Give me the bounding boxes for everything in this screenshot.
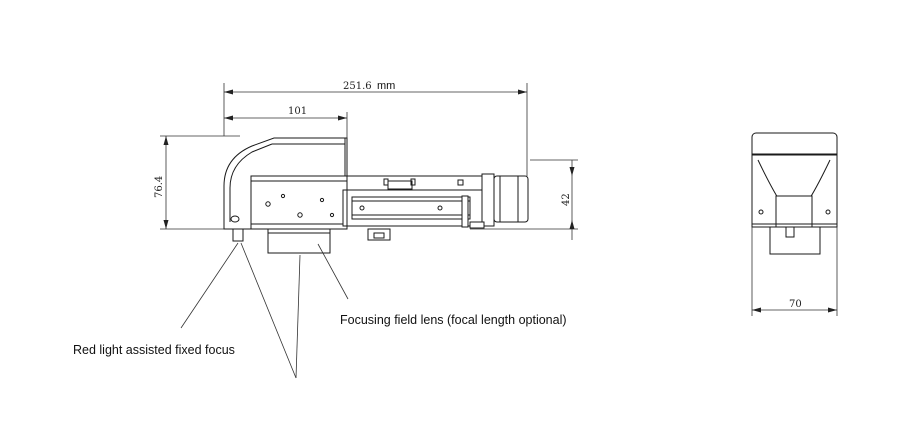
collimator-barrel (469, 173, 529, 229)
leader-lines (180, 242, 349, 379)
dimension-head-length: 101 (224, 106, 348, 140)
side-width-value: 70 (789, 299, 802, 310)
height-value: 76.4 (154, 176, 165, 198)
side-view: 70 (751, 132, 838, 316)
overall-length-value: 251.6 (343, 81, 372, 92)
overall-length-unit: mm (377, 80, 395, 92)
head-length-value: 101 (288, 106, 307, 117)
front-view: 251.6 mm 101 76.4 42 (73, 80, 578, 379)
dimension-overall-length: 251.6 mm (223, 80, 528, 176)
field-lens (267, 228, 331, 254)
red-light-label: Red light assisted fixed focus (73, 343, 235, 357)
window-icon (230, 215, 240, 223)
dimension-lens-height: 42 (470, 159, 578, 240)
field-lens-label: Focusing field lens (focal length option… (340, 313, 567, 327)
red-light-pointer (232, 228, 244, 242)
dimension-height: 76.4 (154, 135, 240, 230)
scan-head-body (223, 137, 351, 230)
lens-height-value: 42 (561, 193, 572, 206)
galvo-section (346, 175, 483, 241)
